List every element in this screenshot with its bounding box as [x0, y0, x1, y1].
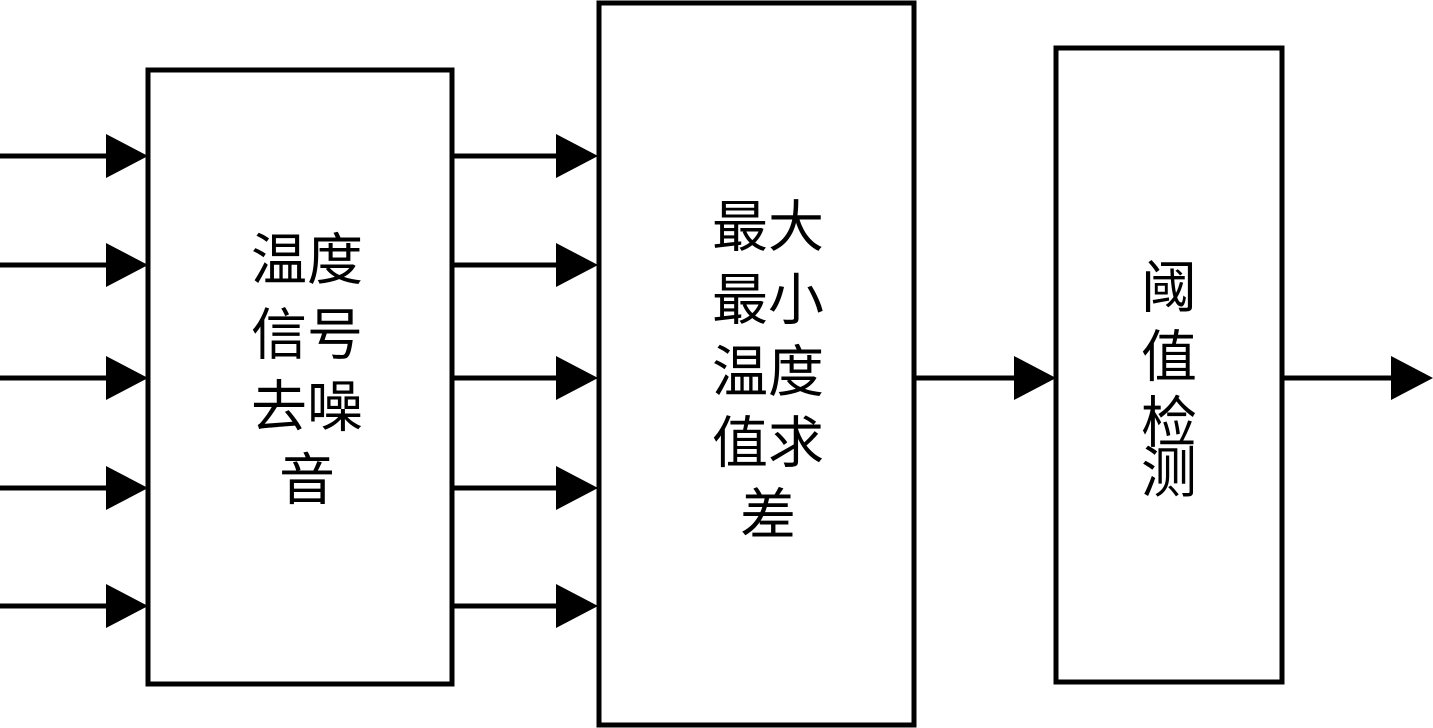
threshold-block: 阈 值 检 测: [1053, 45, 1285, 685]
mid-arrow-5: [452, 584, 598, 628]
difference-to-threshold-arrow: [914, 356, 1056, 400]
output-arrow: [1282, 356, 1433, 400]
difference-label-line-3: 温度: [712, 341, 824, 406]
input-arrow-5: [0, 584, 148, 628]
threshold-label-line-1: 阈: [1141, 257, 1197, 322]
input-arrow-2: [0, 243, 148, 287]
denoise-label-line-3: 去噪: [251, 376, 363, 441]
threshold-label-line-3: 检: [1141, 392, 1197, 457]
input-arrow-3: [0, 356, 148, 400]
difference-label-line-1: 最大: [712, 196, 824, 261]
denoise-label-line-1: 温度: [251, 229, 363, 294]
difference-label-line-4: 值求: [712, 412, 824, 477]
mid-arrow-1: [452, 134, 598, 178]
difference-label-line-5: 差: [740, 484, 796, 549]
mid-arrow-2: [452, 243, 598, 287]
mid-arrow-4: [452, 466, 598, 510]
input-arrow-4: [0, 466, 148, 510]
denoise-block: 温度 信号 去噪 音: [145, 67, 455, 687]
input-arrows: [0, 134, 148, 628]
threshold-label-line-2: 值: [1141, 326, 1197, 391]
threshold-label-line-4: 测: [1141, 442, 1197, 507]
denoise-to-difference-arrows: [452, 134, 598, 628]
mid-arrow-3: [452, 356, 598, 400]
input-arrow-1: [0, 134, 148, 178]
difference-block: 最大 最小 温度 值求 差: [596, 0, 917, 728]
denoise-label-line-4: 音: [279, 449, 335, 514]
denoise-label-line-2: 信号: [251, 304, 363, 369]
difference-label-line-2: 最小: [712, 269, 824, 334]
